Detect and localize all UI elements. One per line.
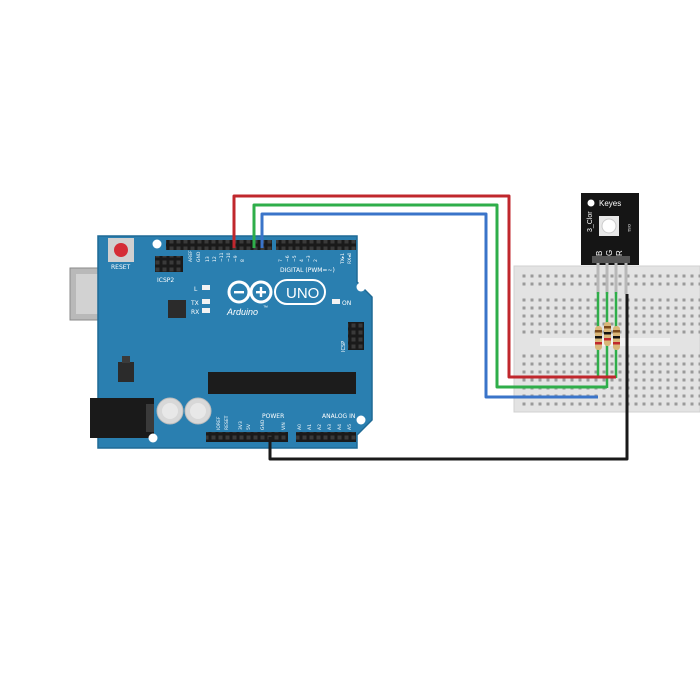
resistor	[604, 322, 611, 346]
module-pin-label-g: G	[605, 250, 614, 256]
icsp-label: ICSP	[341, 341, 347, 352]
led-rx-label: RX	[191, 309, 199, 316]
analog-pin-label: A5	[347, 424, 353, 430]
gnd-top-label: GND	[196, 251, 202, 262]
led-on-icon	[332, 299, 340, 304]
resistors	[595, 292, 620, 388]
resistor	[613, 326, 620, 350]
mounting-hole	[148, 433, 158, 443]
reset-label: RESET	[111, 264, 131, 271]
module-brand: Keyes	[599, 199, 621, 208]
analog-pin-label: A1	[307, 424, 313, 430]
aref-label: AREF	[188, 250, 194, 262]
arduino-uno-board: RESET ICSP2 L TX RX ON Arduino ™ UNO ICS…	[69, 235, 373, 449]
mounting-hole	[587, 199, 595, 207]
wire-red	[232, 194, 616, 379]
analog-pin-label: A3	[327, 424, 333, 430]
5v-pin-label: 5V	[246, 423, 252, 430]
led-l-label: L	[194, 286, 198, 293]
arduino-logo-tm: ™	[263, 305, 268, 311]
digital-pin-label: ~6	[285, 255, 291, 262]
voltage-regulator	[118, 362, 134, 382]
digital-pin-label: ~3	[306, 255, 312, 262]
wire-green	[252, 203, 607, 389]
digital-pin-label: 7	[278, 259, 284, 262]
rx-pin-label: RX◂0	[347, 253, 353, 264]
digital-pin-label: ~9	[233, 255, 239, 262]
led-l-icon	[202, 285, 210, 290]
board-body	[97, 235, 373, 449]
module-corner-label: OS1	[627, 224, 632, 233]
power-label: POWER	[262, 413, 284, 420]
rgb-led-module: Keyes OS1 3_Clor B G R	[581, 193, 639, 294]
analog-pin-label: A0	[297, 424, 303, 430]
mounting-hole	[356, 415, 366, 425]
icsp2-label: ICSP2	[157, 277, 174, 284]
model-label: UNO	[286, 285, 319, 302]
module-pin-label-b: B	[595, 251, 604, 256]
digital-pin-label: ~10	[226, 252, 232, 262]
led-tx-label: TX	[190, 300, 199, 307]
power-jack	[90, 398, 154, 438]
analog-label: ANALOG IN	[322, 413, 355, 420]
digital-pin-label: 2	[313, 259, 319, 262]
analog-pin-labels: A0 A1 A2 A3 A4 A5	[297, 424, 353, 430]
digital-label: DIGITAL (PWM=~)	[280, 267, 335, 274]
wires	[232, 194, 629, 461]
atmega328-chip	[208, 372, 356, 394]
module-part-label: 3_Clor	[587, 211, 594, 232]
reset-pin-label: RESET	[224, 415, 230, 430]
digital-pin-labels: 13 12 ~11 ~10 ~9 8 7 ~6 ~5 4 ~3 2	[205, 252, 319, 262]
wire-blue	[260, 212, 598, 399]
digital-pin-label: 12	[212, 256, 218, 262]
wire-black	[268, 294, 629, 461]
mounting-hole	[356, 282, 366, 292]
breadboard-rail-top	[520, 272, 700, 290]
mounting-hole	[152, 239, 162, 249]
gnd-pin-label: GND	[260, 419, 266, 430]
vin-pin-label: VIN	[281, 422, 287, 430]
digital-pin-label: 4	[299, 259, 305, 262]
module-pin-label-r: R	[615, 250, 624, 256]
arduino-logo-icon	[227, 280, 273, 304]
analog-pin-label: A4	[337, 424, 343, 430]
led-rx-icon	[202, 308, 210, 313]
analog-pin-label: A2	[317, 424, 323, 430]
led-on-label: ON	[342, 300, 351, 307]
resistor	[595, 326, 602, 350]
breadboard-holes-lower	[520, 350, 700, 390]
arduino-logo-text: Arduino	[226, 307, 258, 317]
tx-pin-label: TX▸1	[340, 253, 346, 265]
digital-pin-label: 13	[205, 256, 211, 262]
ioref-label: IOREF	[216, 416, 222, 430]
3v3-pin-label: 3V3	[238, 421, 244, 430]
digital-pin-label: ~5	[292, 255, 298, 262]
module-pin-header	[592, 256, 630, 263]
led-tx-icon	[202, 299, 210, 304]
digital-pin-label: ~11	[219, 252, 225, 262]
reset-button-cap[interactable]	[114, 243, 128, 257]
usb-chip	[168, 300, 186, 318]
digital-pin-label: 8	[240, 259, 246, 262]
